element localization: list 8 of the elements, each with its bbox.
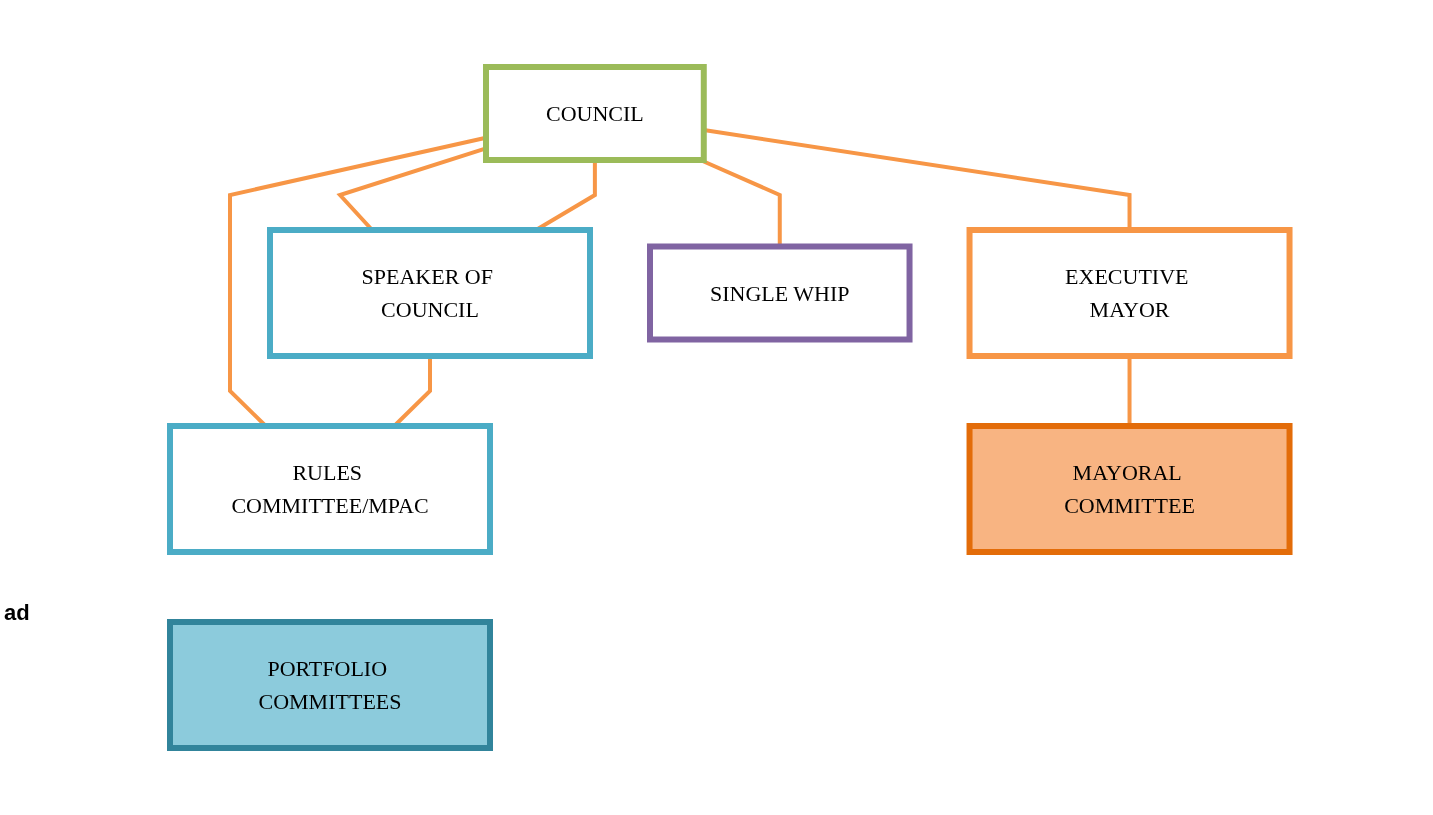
node-box: SINGLE WHIP [647, 243, 913, 343]
node-box: EXECUTIVE MAYOR [966, 227, 1293, 359]
note-text: ad [4, 600, 30, 625]
node-box: MAYORAL COMMITTEE [966, 423, 1293, 555]
node-box: RULES COMMITTEE/MPAC [167, 423, 494, 555]
node-box: COUNCIL [483, 64, 707, 163]
node-box: PORTFOLIO COMMITTEES [167, 619, 494, 751]
node-box: SPEAKER OF COUNCIL [267, 227, 594, 359]
